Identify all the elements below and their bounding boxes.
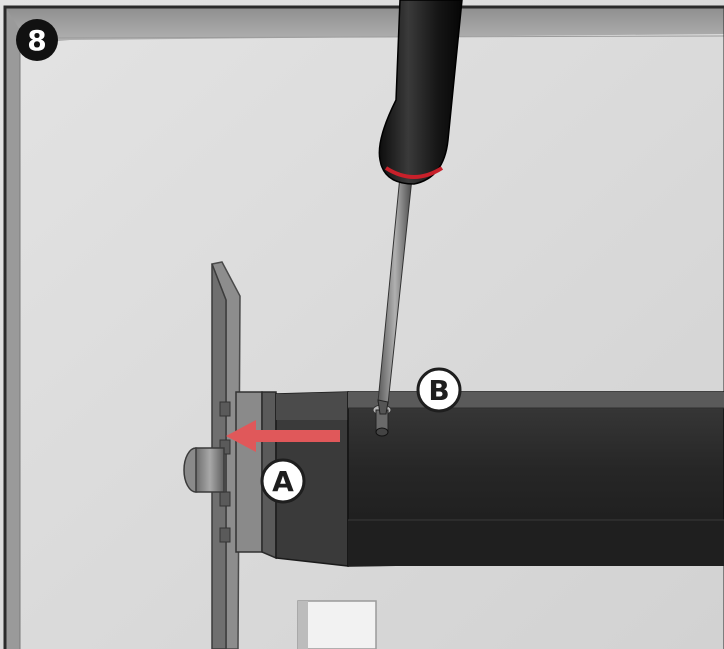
step-badge: 8	[16, 19, 58, 61]
roller-tube	[347, 391, 724, 567]
callout-b: B	[416, 367, 462, 413]
mounting-bracket	[210, 261, 241, 649]
axle-pin	[183, 447, 225, 493]
callout-a: A	[260, 458, 306, 504]
arrow-left-icon	[226, 420, 340, 452]
step-number: 8	[27, 24, 46, 57]
callout-a-label: A	[272, 465, 294, 498]
lower-block	[297, 600, 377, 649]
callout-b-label: B	[428, 374, 449, 407]
screwdriver-icon	[377, 0, 463, 415]
